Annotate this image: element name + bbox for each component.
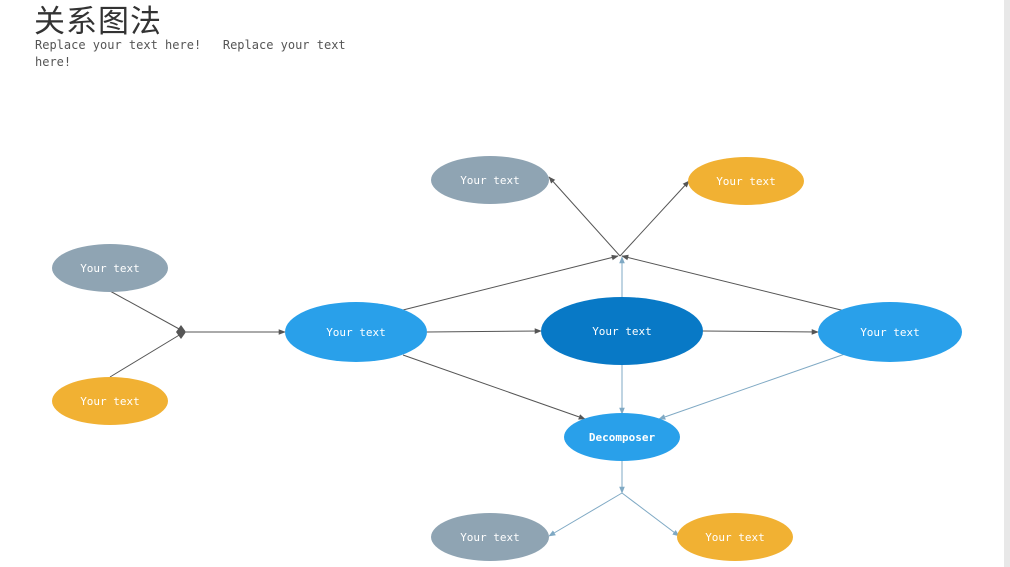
edge-left-center-to-decomposer xyxy=(402,354,586,420)
node-left-center[interactable]: Your text xyxy=(285,302,427,362)
node-decomposer[interactable]: Decomposer xyxy=(564,413,680,461)
edge-left-top-to-junction xyxy=(109,290,182,331)
node-bottom-left[interactable]: Your text xyxy=(431,513,549,561)
page-title: 关系图法 xyxy=(34,4,162,40)
edge-left-bottom-to-junction xyxy=(109,333,182,378)
node-center[interactable]: Your text xyxy=(541,297,703,365)
edge-bottom-junction-to-bottom-left xyxy=(548,492,623,537)
left-junction-diamond xyxy=(176,325,186,339)
page-subtitle: Replace your text here! Replace your tex… xyxy=(35,38,353,69)
edge-right-to-decomposer xyxy=(658,353,846,420)
edge-right-to-top-junction xyxy=(621,254,846,312)
node-top-left[interactable]: Your text xyxy=(431,156,549,204)
svg-text:Your text: Your text xyxy=(80,395,140,408)
svg-text:Your text: Your text xyxy=(460,174,520,187)
edge-top-junction-to-top-left xyxy=(548,176,621,257)
scrollbar-edge[interactable] xyxy=(1004,0,1010,567)
node-top-right[interactable]: Your text xyxy=(688,157,804,205)
edge-top-junction-to-top-right xyxy=(619,180,690,257)
node-left-bottom[interactable]: Your text xyxy=(52,377,168,425)
node-left-top[interactable]: Your text xyxy=(52,244,168,292)
edge-center-to-right xyxy=(702,329,819,335)
svg-text:Your text: Your text xyxy=(705,531,765,544)
svg-text:Your text: Your text xyxy=(592,325,652,338)
svg-text:Your text: Your text xyxy=(716,175,776,188)
svg-text:Your text: Your text xyxy=(326,326,386,339)
node-right[interactable]: Your text xyxy=(818,302,962,362)
node-bottom-right[interactable]: Your text xyxy=(677,513,793,561)
edge-left-center-to-center xyxy=(426,328,542,334)
svg-text:Your text: Your text xyxy=(860,326,920,339)
svg-text:Your text: Your text xyxy=(460,531,520,544)
svg-text:Your text: Your text xyxy=(80,262,140,275)
svg-text:Decomposer: Decomposer xyxy=(589,431,656,444)
edge-left-center-to-top-junction xyxy=(402,254,619,311)
edge-bottom-junction-to-bottom-right xyxy=(621,492,680,537)
